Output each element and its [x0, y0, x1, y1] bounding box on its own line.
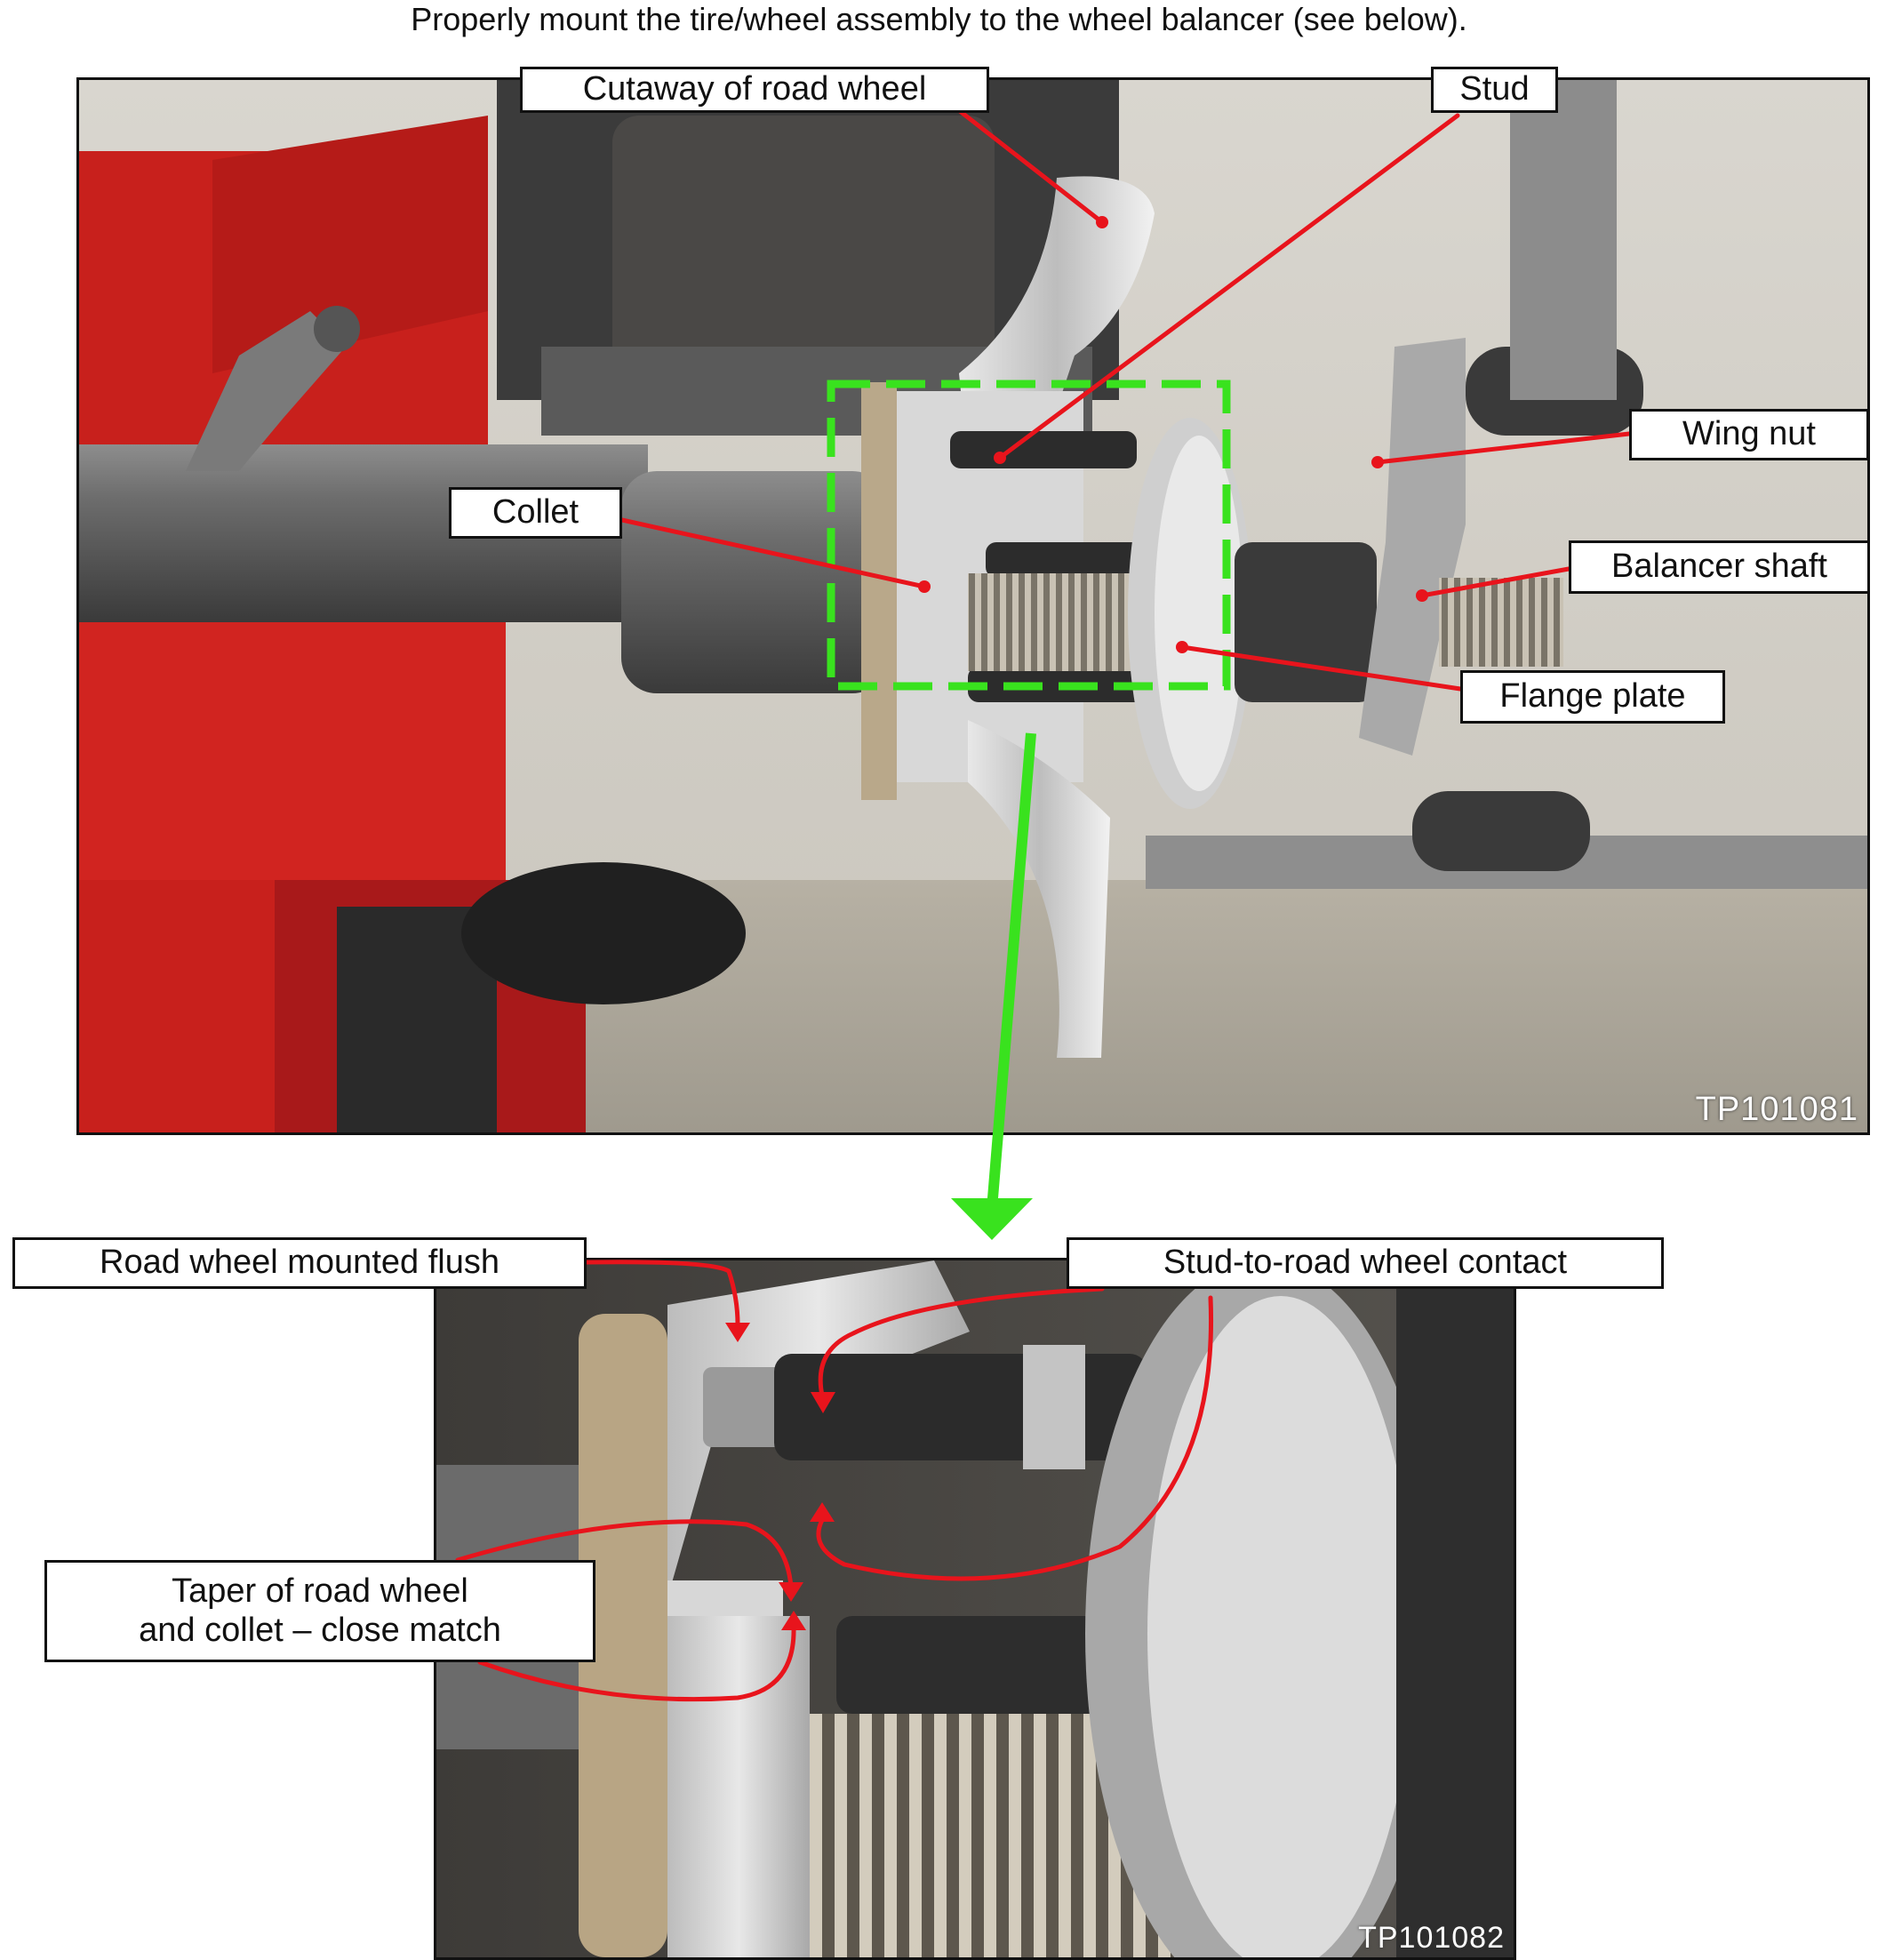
label-taper-line-2: and collet – close match — [139, 1611, 501, 1649]
label-stud-to-road-wheel-contact: Stud-to-road wheel contact — [1067, 1237, 1664, 1289]
balancer-photo-overview: TP101081 — [76, 77, 1870, 1135]
instruction-text: Properly mount the tire/wheel assembly t… — [411, 1, 1467, 37]
balancer-photo-zoom: TP101082 — [434, 1258, 1516, 1960]
label-collet: Collet — [449, 487, 622, 539]
photo-code-tp101082: TP101082 — [1358, 1921, 1505, 1955]
label-wing-nut: Wing nut — [1629, 409, 1869, 460]
zoom-arrow-head — [951, 1198, 1033, 1240]
zoom-photo-illustration — [436, 1260, 1514, 1957]
label-flange-plate: Flange plate — [1460, 670, 1725, 724]
label-cutaway-of-road-wheel: Cutaway of road wheel — [520, 67, 989, 113]
balancer-photo-illustration — [79, 80, 1867, 1132]
photo-code-tp101081: TP101081 — [1695, 1091, 1858, 1128]
label-taper-line-1: Taper of road wheel — [172, 1572, 468, 1610]
label-balancer-shaft: Balancer shaft — [1569, 540, 1870, 594]
label-stud: Stud — [1431, 67, 1558, 113]
label-taper-of-road-wheel-and-collet: Taper of road wheel and collet – close m… — [44, 1560, 595, 1662]
label-road-wheel-mounted-flush: Road wheel mounted flush — [12, 1237, 587, 1289]
